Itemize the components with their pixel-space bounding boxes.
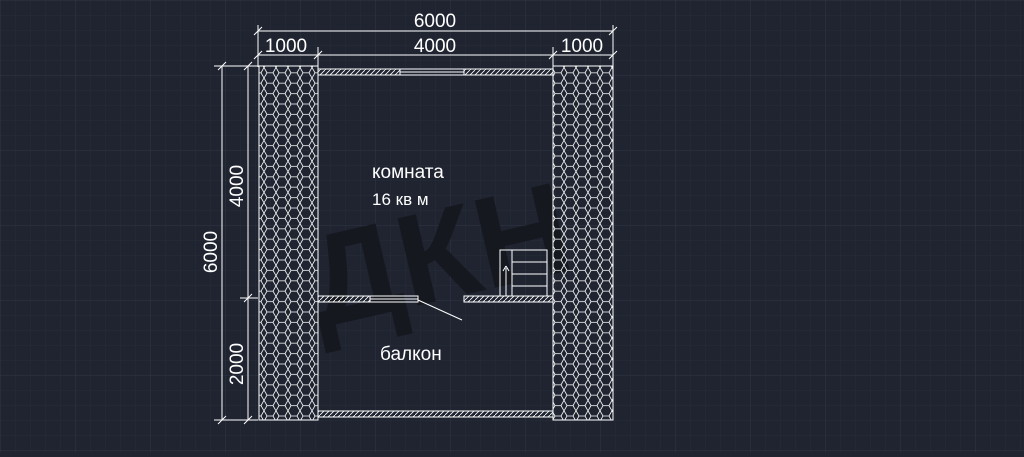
staircase xyxy=(499,249,548,297)
dim-room-depth: 4000 xyxy=(227,165,248,207)
door-leaf xyxy=(417,299,463,321)
balcony-name-label: балкон xyxy=(380,344,442,365)
left-dimension-lines xyxy=(214,61,258,425)
dim-overall-height: 6000 xyxy=(201,231,222,273)
dim-overall-width: 6000 xyxy=(414,11,456,32)
dim-right-zone: 1000 xyxy=(561,36,603,57)
dim-left-zone: 1000 xyxy=(265,36,307,57)
top-dimension-lines xyxy=(253,25,618,67)
bottom-wall xyxy=(317,410,554,418)
dim-balcony-depth: 2000 xyxy=(227,343,248,385)
top-wall xyxy=(317,68,554,76)
room-name-label: комната xyxy=(372,162,444,183)
room-area-label: 16 кв м xyxy=(372,190,429,209)
dim-center-zone: 4000 xyxy=(414,36,456,57)
right-wall-insulation xyxy=(552,65,614,421)
left-wall-insulation xyxy=(258,65,319,421)
